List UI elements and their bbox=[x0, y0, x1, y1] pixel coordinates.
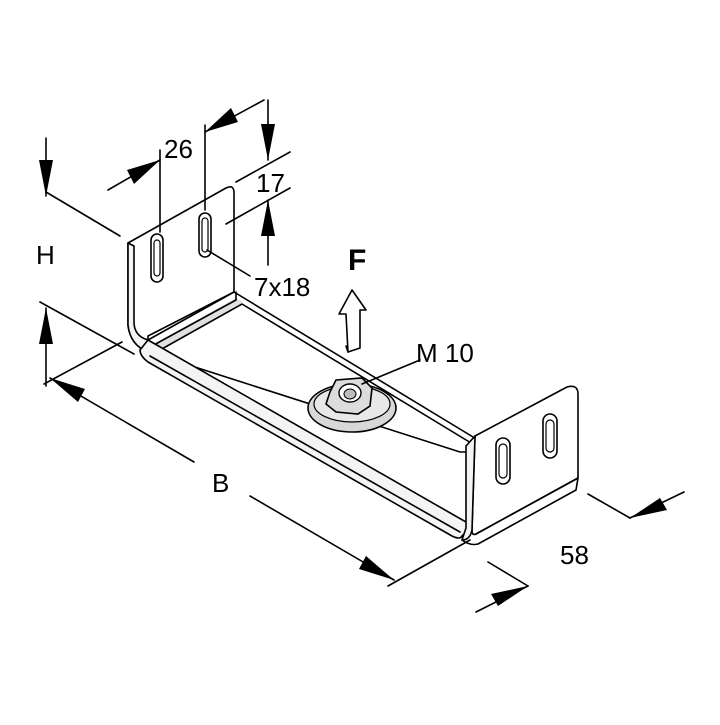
right-flange bbox=[471, 385, 579, 536]
label-17: 17 bbox=[256, 168, 285, 198]
force-arrow-shape bbox=[338, 289, 367, 353]
label-m10: M 10 bbox=[416, 338, 474, 368]
slot-right-1 bbox=[495, 437, 511, 485]
base-shadow-band bbox=[152, 298, 243, 349]
label-h: H bbox=[36, 240, 55, 270]
slot-left-1 bbox=[150, 233, 164, 283]
slot-left-1-inner bbox=[153, 239, 161, 277]
dim-b bbox=[43, 341, 471, 587]
base-channel-left bbox=[151, 291, 237, 347]
label-force: F bbox=[348, 244, 366, 277]
right-flange-bottom bbox=[461, 477, 579, 546]
label-7x18: 7x18 bbox=[254, 272, 310, 302]
label-26: 26 bbox=[164, 134, 193, 164]
dim-17 bbox=[225, 99, 291, 266]
nut-bore bbox=[343, 388, 357, 400]
force-arrow bbox=[338, 289, 367, 353]
dim-26 bbox=[107, 99, 265, 233]
label-58: 58 bbox=[560, 540, 589, 570]
m10-nut bbox=[307, 377, 397, 433]
base-plate-front-line bbox=[149, 355, 461, 533]
leader-7x18 bbox=[206, 249, 251, 277]
dim-58 bbox=[475, 491, 685, 613]
slot-right-1-inner bbox=[498, 443, 508, 479]
base-channel-line bbox=[159, 303, 477, 447]
slot-right-2-inner bbox=[545, 419, 555, 453]
label-b: B bbox=[212, 468, 229, 498]
dim-h bbox=[39, 137, 135, 387]
leader-m10 bbox=[361, 359, 421, 385]
bracket-body bbox=[127, 186, 579, 546]
slot-left-2-inner bbox=[201, 217, 209, 253]
